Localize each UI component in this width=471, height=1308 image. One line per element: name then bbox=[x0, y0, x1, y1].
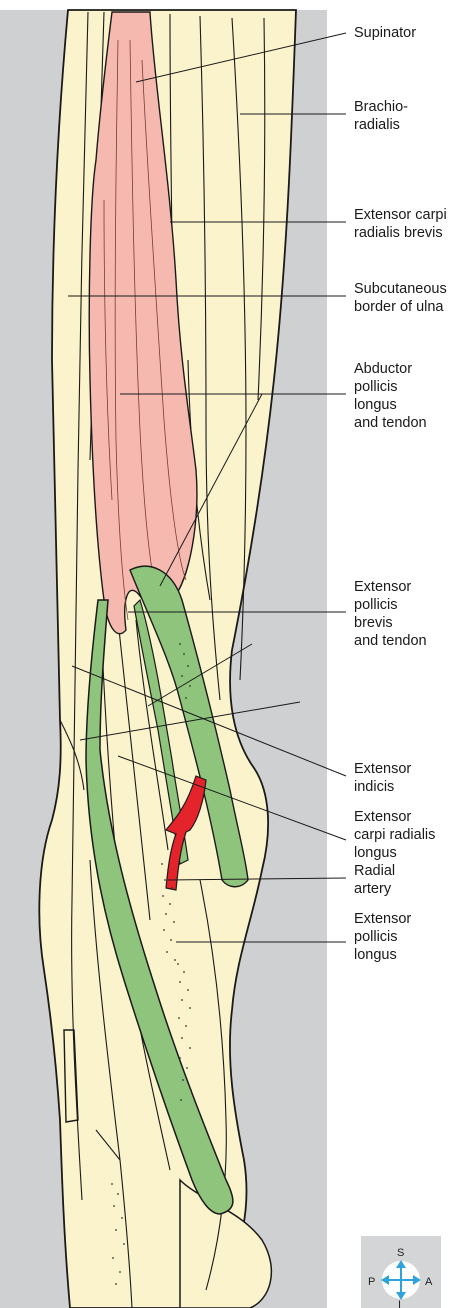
label-radial-artery: Radial artery bbox=[354, 862, 395, 898]
compass-left: P bbox=[368, 1276, 375, 1288]
label-supinator: Supinator bbox=[354, 24, 416, 42]
label-subcutaneous-border-of-ulna: Subcutaneous border of ulna bbox=[354, 280, 447, 316]
label-extensor-pollicis-brevis: Extensor pollicis brevis and tendon bbox=[354, 578, 427, 650]
compass-right: A bbox=[425, 1276, 433, 1288]
label-abductor-pollicis-longus: Abductor pollicis longus and tendon bbox=[354, 360, 427, 432]
compass-top: S bbox=[397, 1247, 404, 1259]
label-extensor-indicis: Extensor indicis bbox=[354, 760, 411, 796]
label-extensor-carpi-radialis-longus: Extensor carpi radialis longus bbox=[354, 808, 435, 862]
label-brachioradialis: Brachio- radialis bbox=[354, 98, 408, 134]
orientation-compass: S P A I bbox=[361, 1236, 441, 1308]
compass-bottom: I bbox=[398, 1299, 401, 1308]
label-extensor-carpi-radialis-brevis: Extensor carpi radialis brevis bbox=[354, 206, 447, 242]
label-extensor-pollicis-longus: Extensor pollicis longus bbox=[354, 910, 411, 964]
